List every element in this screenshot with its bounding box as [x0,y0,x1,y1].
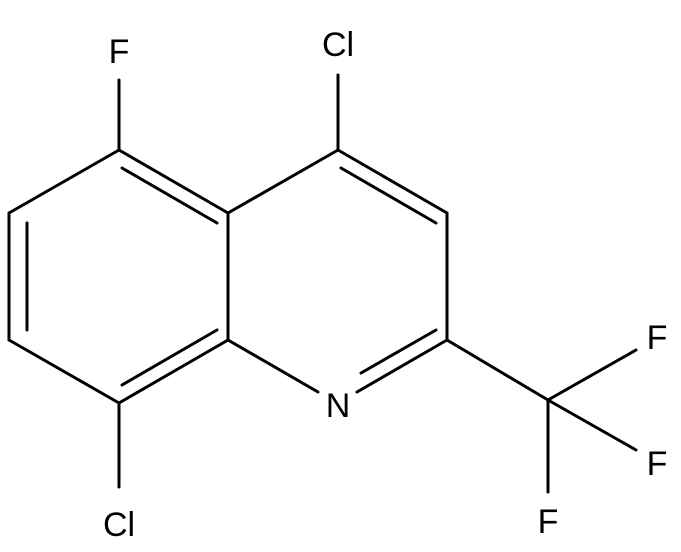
bond-c2-n1-inner [359,328,438,375]
bond-c5-c4a [117,148,230,215]
atom-label-f-right: F [647,445,668,483]
atom-label-cl8: Cl [103,506,135,544]
bond-c4-c3-inner [339,166,438,225]
atom-label-f5: F [109,33,130,71]
atom-label-cl4: Cl [322,26,354,64]
bond-c8a-c8-inner [120,328,219,387]
bond-cf3-f-right [546,398,638,452]
bond-c8-c7 [7,338,121,405]
atom-label-n1: N [326,387,351,425]
bond-c4a-c4 [226,148,340,215]
bond-n1-c8a [226,338,320,394]
atom-label-f-upper: F [647,319,668,357]
bond-c5-c4a-inner [120,166,219,225]
bond-c2-n1 [355,338,449,394]
bond-c2-cf3 [445,338,550,402]
atom-label-f-lower: F [538,503,559,541]
bond-c6-c5 [7,148,121,215]
bond-c4-c3 [336,148,449,215]
bond-cf3-f-upper [546,348,638,402]
bond-c8a-c8 [117,338,230,405]
